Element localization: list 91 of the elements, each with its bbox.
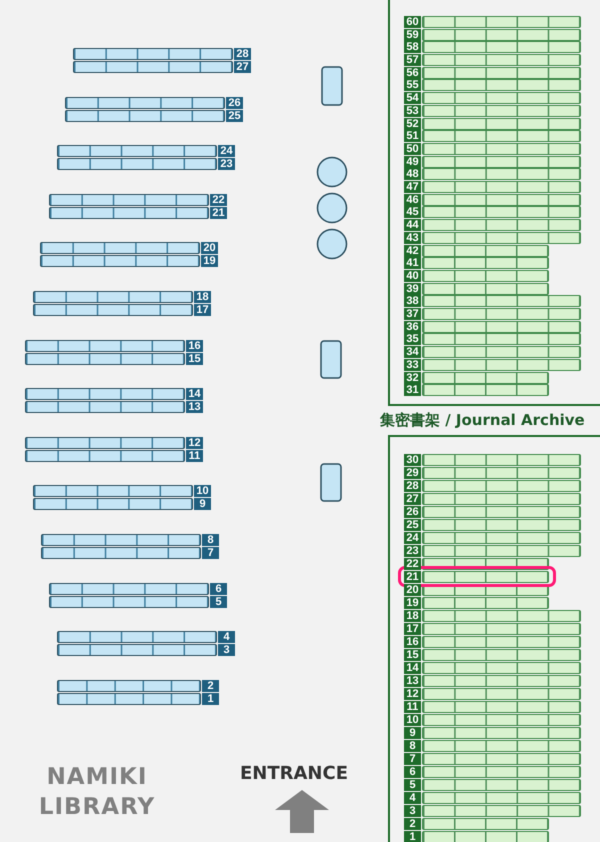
shelf-number: 55 — [404, 79, 421, 91]
shelf-number: 1 — [404, 831, 421, 842]
shelf-number: 8 — [202, 534, 219, 546]
shelf-number: 12 — [404, 688, 421, 700]
shelf-number: 34 — [404, 346, 421, 358]
shelf-number: 16 — [186, 340, 203, 352]
shelf-number: 9 — [194, 498, 211, 510]
shelf-number: 31 — [404, 384, 421, 396]
shelf-number: 40 — [404, 270, 421, 282]
shelf-number: 15 — [186, 353, 203, 365]
shelf-number: 24 — [404, 532, 421, 544]
shelf-number: 17 — [404, 623, 421, 635]
shelf-number: 15 — [404, 649, 421, 661]
shelf-number: 32 — [404, 372, 421, 384]
shelf-number: 23 — [404, 545, 421, 557]
shelf-number: 59 — [404, 29, 421, 41]
shelf-number: 8 — [404, 740, 421, 752]
shelf-number: 4 — [404, 792, 421, 804]
shelf-number: 5 — [404, 779, 421, 791]
shelf-number: 30 — [404, 454, 421, 466]
shelf-number: 37 — [404, 308, 421, 320]
shelf-number: 45 — [404, 206, 421, 218]
shelf-number: 3 — [404, 805, 421, 817]
shelf-number: 49 — [404, 156, 421, 168]
shelf-number: 57 — [404, 54, 421, 66]
shelf-number: 10 — [404, 714, 421, 726]
shelf-number: 35 — [404, 333, 421, 345]
shelf-number: 2 — [404, 818, 421, 830]
shelf-number: 20 — [404, 584, 421, 596]
shelf-number: 19 — [404, 597, 421, 609]
shelf-number: 18 — [194, 291, 211, 303]
shelf-number: 22 — [210, 194, 227, 206]
shelf-number: 56 — [404, 67, 421, 79]
shelf-number: 44 — [404, 219, 421, 231]
shelf-number: 6 — [404, 766, 421, 778]
shelf-number: 18 — [404, 610, 421, 622]
shelf-number: 42 — [404, 245, 421, 257]
shelf-number: 3 — [218, 644, 235, 656]
shelf-number: 26 — [226, 97, 243, 109]
shelf-number: 17 — [194, 304, 211, 316]
shelf-number: 27 — [404, 493, 421, 505]
shelf-number: 58 — [404, 41, 421, 53]
shelf-number: 24 — [218, 145, 235, 157]
library-name: NAMIKI LIBRARY — [38, 763, 156, 822]
shelf-number: 11 — [186, 450, 203, 462]
shelf-number: 53 — [404, 105, 421, 117]
shelf-number: 33 — [404, 359, 421, 371]
shelf-number: 60 — [404, 16, 421, 28]
shelf-number: 9 — [404, 727, 421, 739]
shelf-number: 25 — [404, 519, 421, 531]
shelf-number: 14 — [404, 662, 421, 674]
shelf-number: 10 — [194, 485, 211, 497]
shelf-number: 26 — [404, 506, 421, 518]
shelf-number: 6 — [210, 583, 227, 595]
shelf-number: 38 — [404, 295, 421, 307]
shelf-number: 20 — [201, 242, 218, 254]
shelf-number: 25 — [226, 110, 243, 122]
shelf-number: 39 — [404, 283, 421, 295]
shelf-number: 5 — [210, 596, 227, 608]
shelf-number: 48 — [404, 168, 421, 180]
shelf-number: 43 — [404, 232, 421, 244]
shelf-number: 51 — [404, 130, 421, 142]
shelf-number: 23 — [218, 158, 235, 170]
shelf-number: 52 — [404, 118, 421, 130]
shelf-number: 22 — [404, 558, 421, 570]
shelf-number: 27 — [234, 61, 251, 73]
shelf-number: 2 — [202, 680, 219, 692]
shelf-number: 46 — [404, 194, 421, 206]
shelf-number: 14 — [186, 388, 203, 400]
shelf-number: 7 — [202, 547, 219, 559]
shelf-number: 1 — [202, 693, 219, 705]
section-heading: 集密書架 / Journal Archive — [380, 411, 585, 430]
shelf-number: 16 — [404, 636, 421, 648]
shelf-number: 13 — [186, 401, 203, 413]
shelf-number: 7 — [404, 753, 421, 765]
shelf-number: 29 — [404, 467, 421, 479]
shelf-number: 12 — [186, 437, 203, 449]
shelf-number: 28 — [234, 48, 251, 60]
shelf-number: 13 — [404, 675, 421, 687]
shelf-number: 21 — [404, 571, 421, 583]
shelf-number: 11 — [404, 701, 421, 713]
shelf-number: 36 — [404, 321, 421, 333]
shelf-number: 54 — [404, 92, 421, 104]
shelf-number: 50 — [404, 143, 421, 155]
shelf-number: 47 — [404, 181, 421, 193]
shelf-number: 19 — [201, 255, 218, 267]
shelf-number: 41 — [404, 257, 421, 269]
shelf-number: 28 — [404, 480, 421, 492]
shelf-number: 21 — [210, 207, 227, 219]
entrance-label: ENTRANCE — [240, 763, 348, 784]
shelf-number: 4 — [218, 631, 235, 643]
